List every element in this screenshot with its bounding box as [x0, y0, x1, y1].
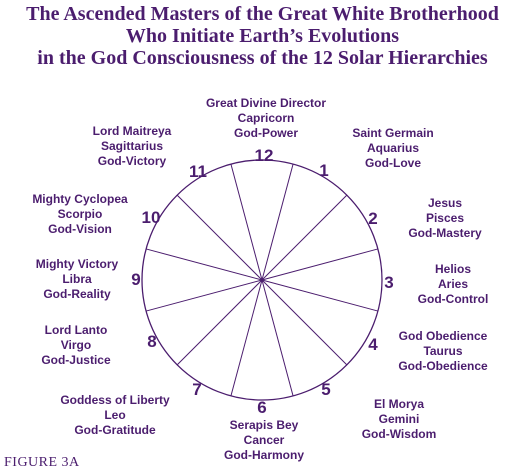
wheel-spoke: [145, 279, 263, 312]
wheel-spoke: [176, 194, 263, 281]
title-line-1: The Ascended Masters of the Great White …: [26, 3, 499, 25]
hierarchy-number-1: 1: [319, 161, 329, 180]
wheel-spokes: [145, 163, 379, 397]
zodiac-sign: Aquarius: [366, 141, 419, 155]
hierarchy-label-12: Great Divine Director Capricorn God-Powe…: [181, 96, 351, 141]
hierarchy-label-11: Lord Maitreya Sagittarius God-Victory: [47, 124, 217, 169]
hierarchy-label-6: Serapis Bey Cancer God-Harmony: [179, 418, 349, 463]
zodiac-sign: Virgo: [60, 338, 92, 352]
hierarchy-number-7: 7: [192, 380, 202, 399]
master-name: Great Divine Director: [205, 96, 327, 110]
wheel-spoke: [176, 279, 263, 366]
god-quality: God-Obedience: [398, 359, 488, 373]
zodiac-sign: Sagittarius: [100, 139, 163, 153]
hierarchy-label-9: Mighty Victory Libra God-Reality: [0, 257, 162, 302]
god-quality: God-Gratitude: [74, 423, 156, 437]
god-quality: God-Love: [365, 156, 421, 170]
zodiac-sign: Libra: [62, 272, 92, 286]
master-name: Serapis Bey: [229, 418, 299, 432]
master-name: God Obedience: [398, 329, 488, 343]
god-quality: God-Victory: [97, 154, 167, 168]
title-line-3: in the God Consciousness of the 12 Solar…: [37, 47, 488, 69]
master-name: Lord Lanto: [44, 323, 108, 337]
hierarchy-number-6: 6: [257, 398, 267, 417]
title-line-2: Who Initiate Earth’s Evolutions: [125, 25, 400, 47]
god-quality: God-Justice: [41, 353, 111, 367]
hierarchy-label-4: God Obedience Taurus God-Obedience: [358, 329, 525, 374]
figure-label: FIGURE 3A: [4, 455, 80, 470]
god-quality: God-Vision: [48, 222, 112, 236]
wheel-spoke: [261, 279, 294, 397]
wheel-spoke: [261, 279, 348, 366]
master-name: Mighty Cyclopea: [32, 192, 128, 206]
hierarchy-number-12: 12: [254, 146, 274, 165]
hierarchy-number-10: 10: [141, 208, 161, 227]
god-quality: God-Mastery: [408, 226, 482, 240]
god-quality: God-Control: [417, 292, 489, 306]
hierarchy-label-8: Lord Lanto Virgo God-Justice: [0, 323, 161, 368]
zodiac-sign: Pisces: [425, 211, 465, 225]
master-name: Helios: [434, 262, 471, 276]
hierarchy-label-5: El Morya Gemini God-Wisdom: [314, 397, 484, 442]
zodiac-sign: Scorpio: [57, 207, 103, 221]
zodiac-sign: Taurus: [423, 344, 463, 358]
wheel-spoke: [261, 194, 348, 281]
master-name: Saint Germain: [352, 126, 434, 140]
master-name: Lord Maitreya: [92, 124, 172, 138]
zodiac-sign: Capricorn: [237, 111, 295, 125]
wheel-circle: [141, 159, 383, 401]
god-quality: God-Reality: [43, 287, 111, 301]
hierarchy-number-2: 2: [368, 209, 378, 228]
hierarchy-number-9: 9: [131, 270, 141, 289]
master-name: El Morya: [373, 397, 424, 411]
hierarchy-label-1: Saint Germain Aquarius God-Love: [308, 126, 478, 171]
wheel-spoke: [230, 163, 263, 281]
zodiac-sign: Leo: [104, 408, 126, 422]
wheel-spoke: [145, 248, 263, 281]
hierarchy-label-7: Goddess of Liberty Leo God-Gratitude: [30, 393, 200, 438]
god-quality: God-Power: [233, 126, 298, 140]
hierarchy-label-2: Jesus Pisces God-Mastery: [360, 196, 525, 241]
wheel-spoke: [261, 279, 379, 312]
zodiac-sign: Gemini: [378, 412, 420, 426]
hierarchy-number-5: 5: [321, 380, 331, 399]
diagram-title: The Ascended Masters of the Great White …: [0, 3, 525, 69]
hierarchy-number-8: 8: [147, 332, 157, 351]
hierarchy-label-3: Helios Aries God-Control: [368, 262, 525, 307]
zodiac-sign: Cancer: [243, 433, 285, 447]
wheel-spoke: [261, 163, 294, 281]
master-name: Goddess of Liberty: [60, 393, 170, 407]
zodiac-sign: Aries: [437, 277, 469, 291]
master-name: Jesus: [427, 196, 463, 210]
hierarchy-number-3: 3: [384, 273, 394, 292]
hierarchy-label-10: Mighty Cyclopea Scorpio God-Vision: [0, 192, 165, 237]
master-name: Mighty Victory: [35, 257, 119, 271]
god-quality: God-Harmony: [223, 448, 304, 462]
hierarchy-number-4: 4: [368, 335, 378, 354]
wheel-spoke: [261, 248, 379, 281]
god-quality: God-Wisdom: [361, 427, 437, 441]
wheel-spoke: [230, 279, 263, 397]
hierarchy-number-11: 11: [189, 162, 207, 181]
